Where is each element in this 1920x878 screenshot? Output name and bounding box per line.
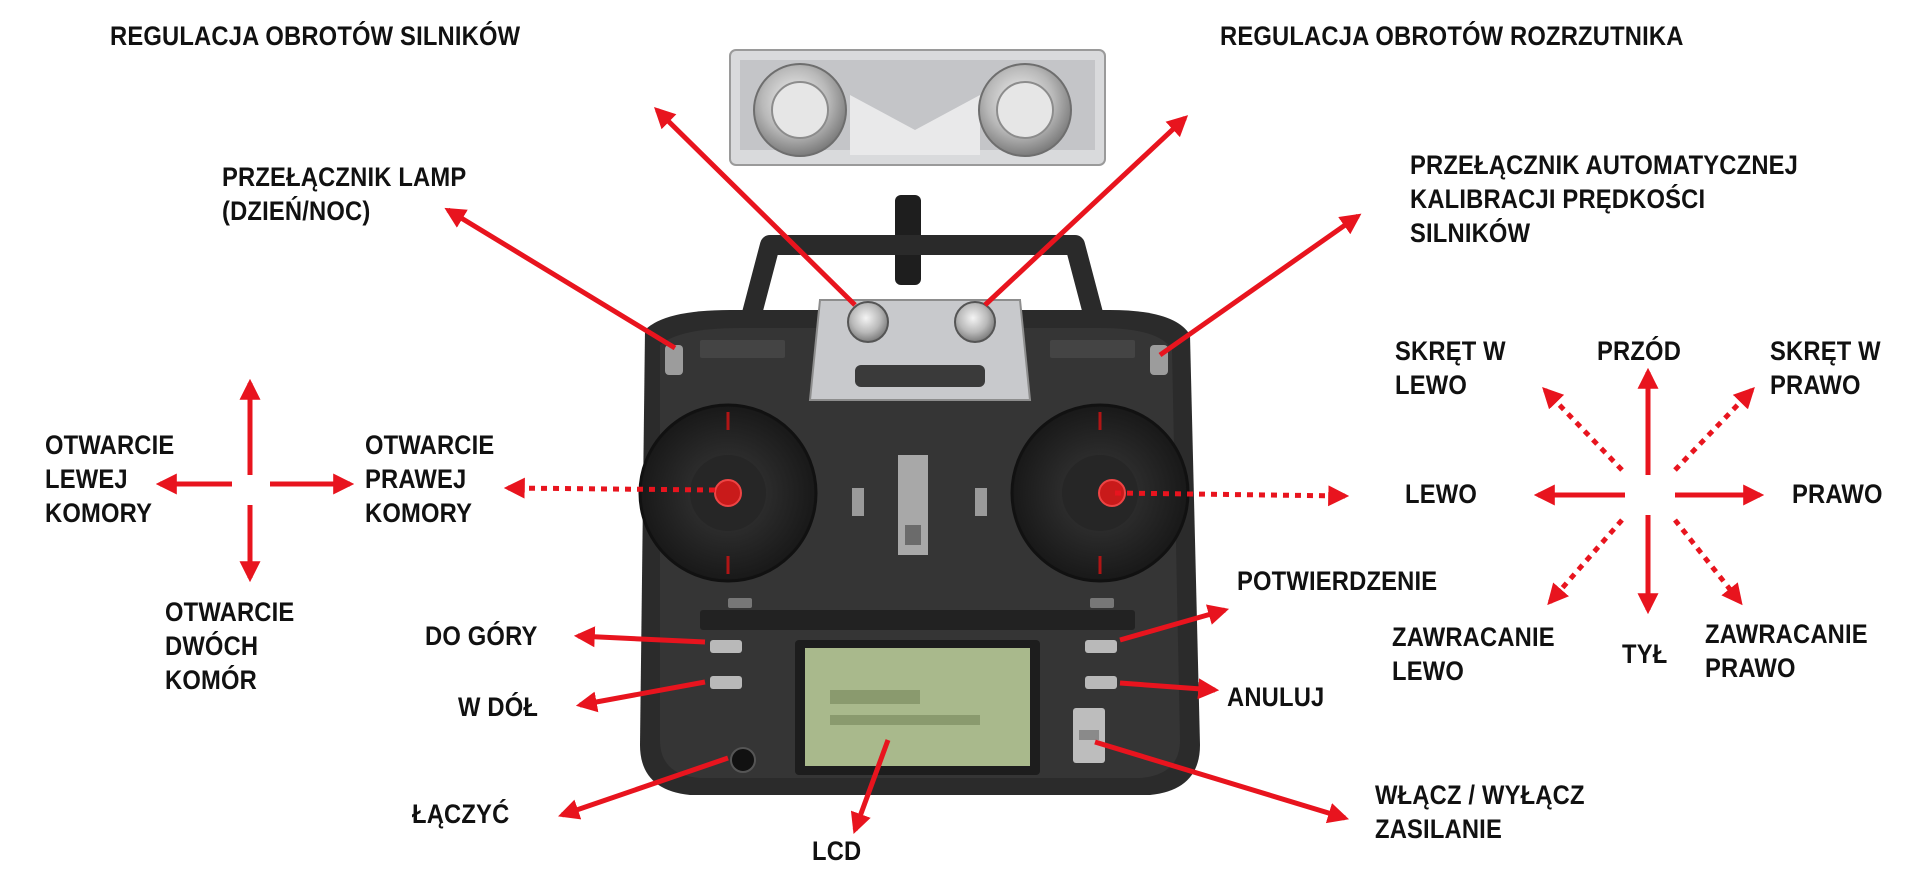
- label-engine-speed: REGULACJA OBROTÓW SILNIKÓW: [110, 21, 521, 51]
- arrow-left-gimbal: [503, 477, 716, 499]
- arrow-power: [1094, 739, 1350, 824]
- arrow-down: [575, 679, 706, 713]
- label-power: WŁĄCZ / WYŁĄCZ ZASILANIE: [1375, 780, 1585, 844]
- label-starter-speed: REGULACJA OBROTÓW ROZRZUTNIKA: [1220, 21, 1684, 51]
- arrow-engine-speed: [654, 107, 857, 307]
- arrow-bind: [558, 755, 729, 820]
- label-forward: PRZÓD: [1597, 336, 1682, 366]
- arrow-cancel: [1119, 678, 1220, 700]
- arrow-confirm: [1119, 604, 1230, 643]
- label-left: LEWO: [1405, 479, 1477, 509]
- label-back: TYŁ: [1622, 639, 1668, 669]
- arrow-right-gimbal: [1114, 485, 1350, 507]
- arrow-lamp-switch: [444, 207, 677, 351]
- arrow-up: [573, 626, 706, 648]
- arrow-uturn-right: [1673, 518, 1743, 606]
- label-left-chamber: OTWARCIE LEWEJ KOMORY: [45, 430, 175, 528]
- transmitter-illustration: [638, 195, 1200, 795]
- label-right: PRAWO: [1792, 479, 1883, 509]
- arrow-lcd: [850, 739, 891, 834]
- label-both-chambers: OTWARCIE DWÓCH KOMÓR: [165, 597, 295, 695]
- label-uturn-right: ZAWRACANIE PRAWO: [1705, 619, 1868, 683]
- annotation-arrows: [155, 107, 1765, 834]
- arrow-uturn-left: [1547, 518, 1624, 606]
- label-uturn-left: ZAWRACANIE LEWO: [1392, 622, 1555, 686]
- arrow-starter-speed: [983, 115, 1189, 307]
- label-confirm: POTWIERDZENIE: [1237, 566, 1438, 596]
- label-turn-left: SKRĘT W LEWO: [1395, 336, 1506, 400]
- arrow-auto-calibration: [1158, 213, 1362, 358]
- label-lamp-switch: PRZEŁĄCZNIK LAMP (DZIEŃ/NOC): [222, 162, 467, 226]
- label-down: W DÓŁ: [458, 692, 539, 722]
- label-auto-calibration: PRZEŁĄCZNIK AUTOMATYCZNEJ KALIBRACJI PRĘ…: [1410, 150, 1799, 248]
- label-right-chamber: OTWARCIE PRAWEJ KOMORY: [365, 430, 495, 528]
- knob-closeup-inset: [729, 49, 1106, 166]
- label-turn-right: SKRĘT W PRAWO: [1770, 336, 1881, 400]
- arrow-turn-left: [1542, 386, 1624, 472]
- label-lcd: LCD: [812, 836, 862, 866]
- label-up: DO GÓRY: [425, 621, 538, 651]
- arrow-turn-right: [1673, 386, 1755, 472]
- label-bind: ŁĄCZYĆ: [412, 799, 510, 829]
- label-cancel: ANULUJ: [1227, 682, 1325, 712]
